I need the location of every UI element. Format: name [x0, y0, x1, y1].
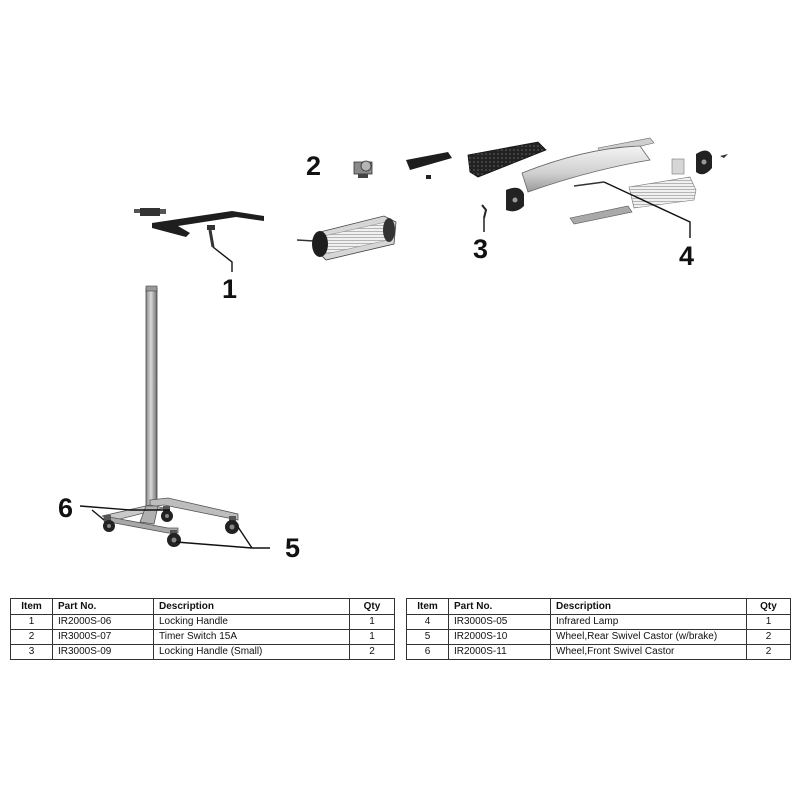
lamp-bottom-rail [569, 205, 633, 225]
cell-part-no: IR3000S-07 [52, 629, 154, 645]
cell-description: Wheel,Rear Swivel Castor (w/brake) [550, 629, 747, 645]
cell-item: 2 [10, 629, 53, 645]
stand-base [101, 497, 239, 534]
lamp-tube-rod [573, 181, 605, 187]
cell-part-no: IR3000S-05 [448, 614, 551, 630]
cell-qty: 2 [746, 644, 791, 660]
front-castor-left [103, 515, 115, 532]
cell-item: 5 [406, 629, 449, 645]
table-row: 5 IR2000S-10 Wheel,Rear Swivel Castor (w… [406, 629, 791, 645]
header-description: Description [550, 598, 747, 615]
header-part-no: Part No. [52, 598, 154, 615]
cell-qty: 1 [349, 629, 395, 645]
table-header-row: Item Part No. Description Qty [406, 598, 791, 615]
rear-castor-right [225, 516, 239, 534]
header-item: Item [406, 598, 449, 615]
table-row: 2 IR3000S-07 Timer Switch 15A 1 [10, 629, 395, 645]
cell-description: Timer Switch 15A [153, 629, 350, 645]
cell-description: Locking Handle (Small) [153, 644, 350, 660]
small-locking-handle [481, 204, 488, 219]
callout-2: 2 [306, 151, 321, 181]
cell-part-no: IR2000S-06 [52, 614, 154, 630]
cell-description: Wheel,Front Swivel Castor [550, 644, 747, 660]
cell-item: 1 [10, 614, 53, 630]
cell-item: 3 [10, 644, 53, 660]
table-row: 3 IR3000S-09 Locking Handle (Small) 2 [10, 644, 395, 660]
header-part-no: Part No. [448, 598, 551, 615]
cell-qty: 1 [349, 614, 395, 630]
cell-qty: 2 [746, 629, 791, 645]
callout-5: 5 [285, 533, 300, 563]
cell-item: 6 [406, 644, 449, 660]
stand-pole [145, 285, 158, 507]
parts-table-right: Item Part No. Description Qty 4 IR3000S-… [406, 598, 791, 660]
header-description: Description [153, 598, 350, 615]
locking-handle-bracket [134, 208, 264, 248]
callout-4: 4 [679, 241, 694, 271]
cell-part-no: IR2000S-10 [448, 629, 551, 645]
cell-description: Infrared Lamp [550, 614, 747, 630]
header-item: Item [10, 598, 53, 615]
cell-part-no: IR3000S-09 [52, 644, 154, 660]
lamp-end-caps [506, 150, 728, 212]
table-row: 1 IR2000S-06 Locking Handle 1 [10, 614, 395, 630]
header-qty: Qty [746, 598, 791, 615]
timer-switch [353, 160, 373, 178]
callout-1: 1 [222, 274, 237, 304]
cell-qty: 1 [746, 614, 791, 630]
table-row: 4 IR3000S-05 Infrared Lamp 1 [406, 614, 791, 630]
table-row: 6 IR2000S-11 Wheel,Front Swivel Castor 2 [406, 644, 791, 660]
control-housing [406, 141, 547, 179]
cell-qty: 2 [349, 644, 395, 660]
leader-lines [79, 181, 691, 549]
callout-3: 3 [473, 234, 488, 264]
rear-castor-left [167, 530, 181, 547]
cell-part-no: IR2000S-11 [448, 644, 551, 660]
table-header-row: Item Part No. Description Qty [10, 598, 395, 615]
header-qty: Qty [349, 598, 395, 615]
callout-6: 6 [58, 493, 73, 523]
cell-description: Locking Handle [153, 614, 350, 630]
parts-table-left: Item Part No. Description Qty 1 IR2000S-… [10, 598, 395, 660]
lamp-reflector [521, 145, 651, 193]
assembled-lamp [296, 215, 397, 261]
exploded-parts-diagram: 1 2 3 4 5 6 [58, 137, 728, 563]
lamp-element-panel [628, 176, 697, 209]
cell-item: 4 [406, 614, 449, 630]
